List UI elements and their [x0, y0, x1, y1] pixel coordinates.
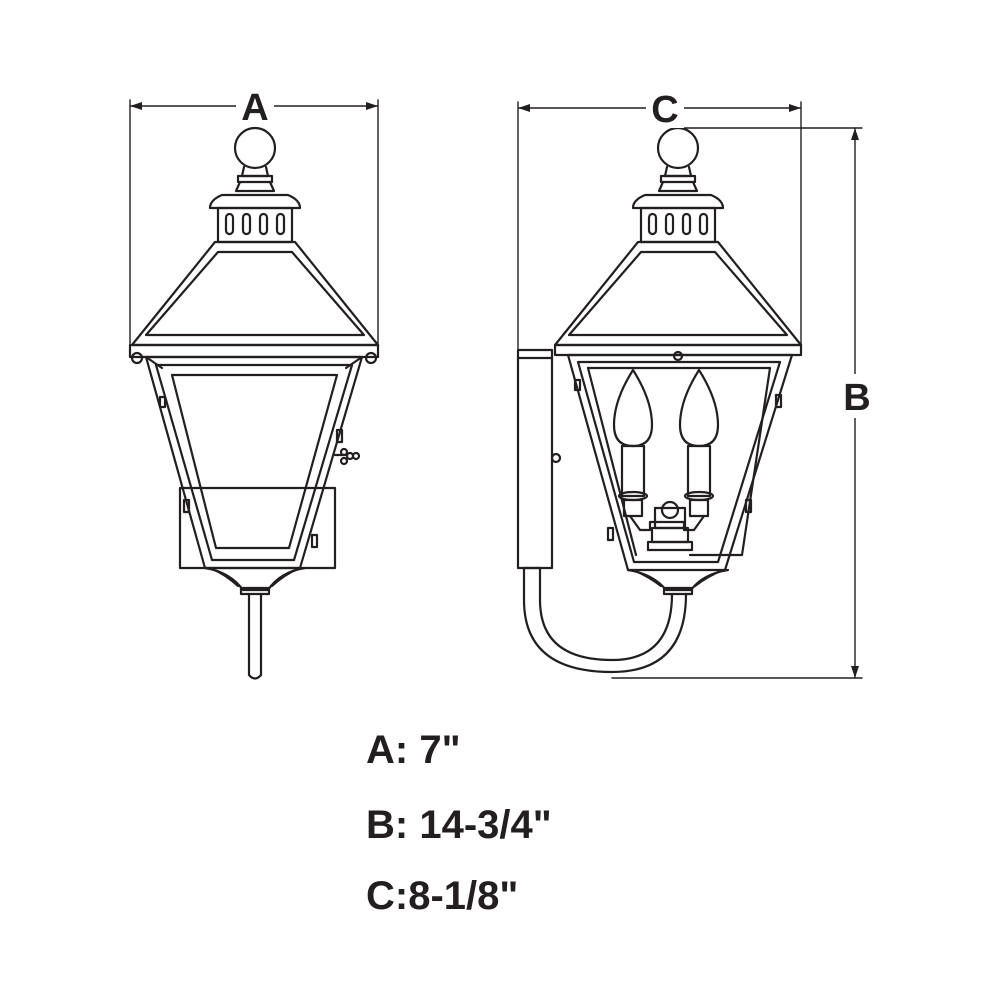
dim-label-a: A	[241, 87, 268, 129]
front-finial-ball	[233, 126, 277, 170]
side-wall-mount	[516, 348, 554, 570]
side-roof-plate	[553, 343, 803, 357]
front-bottom-scroll	[203, 566, 307, 592]
front-roof	[130, 240, 380, 347]
front-arm-stem	[247, 592, 263, 680]
dimension-lines	[129, 99, 863, 679]
front-view-lantern	[128, 126, 380, 680]
side-curved-arm	[522, 566, 688, 674]
front-chimney-cap	[208, 193, 302, 210]
spec-a-dimension: A: 7"	[366, 728, 461, 772]
spec-c-dimension: C:8-1/8"	[366, 874, 519, 918]
dim-label-c: C	[651, 89, 678, 131]
front-glass-body	[144, 355, 364, 570]
side-roof	[553, 240, 803, 347]
front-door-latch	[333, 447, 361, 466]
spec-b-dimension: B: 14-3/4"	[366, 803, 552, 847]
candle-sleeve-right	[686, 444, 712, 498]
candle-bulb-left	[612, 368, 654, 448]
candle-sleeve-left	[620, 444, 646, 498]
side-finial-ball	[656, 126, 700, 170]
dim-label-b: B	[843, 377, 870, 419]
candle-cluster-body	[628, 514, 706, 532]
candle-bulb-right	[678, 368, 720, 448]
front-roof-plate	[128, 343, 380, 359]
side-glass-body	[566, 353, 794, 572]
side-view-lantern	[516, 126, 803, 674]
dimension-arrowheads	[130, 102, 859, 678]
side-chimney-cap	[631, 193, 725, 210]
